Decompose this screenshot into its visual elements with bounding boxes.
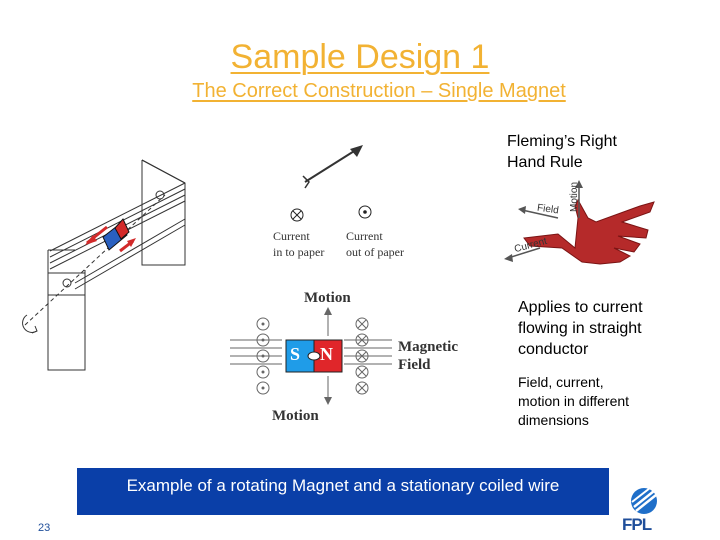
fpl-logo: FPL xyxy=(622,485,682,535)
current-in-symbol xyxy=(290,208,304,227)
right-hand-illustration: Motion Field Current xyxy=(500,178,660,273)
slide-subtitle: The Correct Construction – Single Magnet xyxy=(192,80,566,102)
magnet-apparatus-illustration xyxy=(22,159,186,371)
slide-title: Sample Design 1 xyxy=(230,38,490,76)
south-pole-label: S xyxy=(290,344,301,364)
caption-banner xyxy=(77,468,609,515)
current-out-symbol xyxy=(358,205,372,224)
fpl-logo-text: FPL xyxy=(622,515,652,534)
motion-axis-label: Motion xyxy=(569,181,580,212)
motion-bottom-label: Motion xyxy=(272,408,319,424)
motion-top-label: Motion xyxy=(304,290,351,306)
north-pole-label: N xyxy=(320,344,333,364)
page-number: 23 xyxy=(38,522,51,534)
direction-arrow-illustration xyxy=(302,145,363,189)
caption-banner-text: Example of a rotating Magnet and a stati… xyxy=(126,476,560,495)
fpl-logo-mark xyxy=(631,487,657,514)
